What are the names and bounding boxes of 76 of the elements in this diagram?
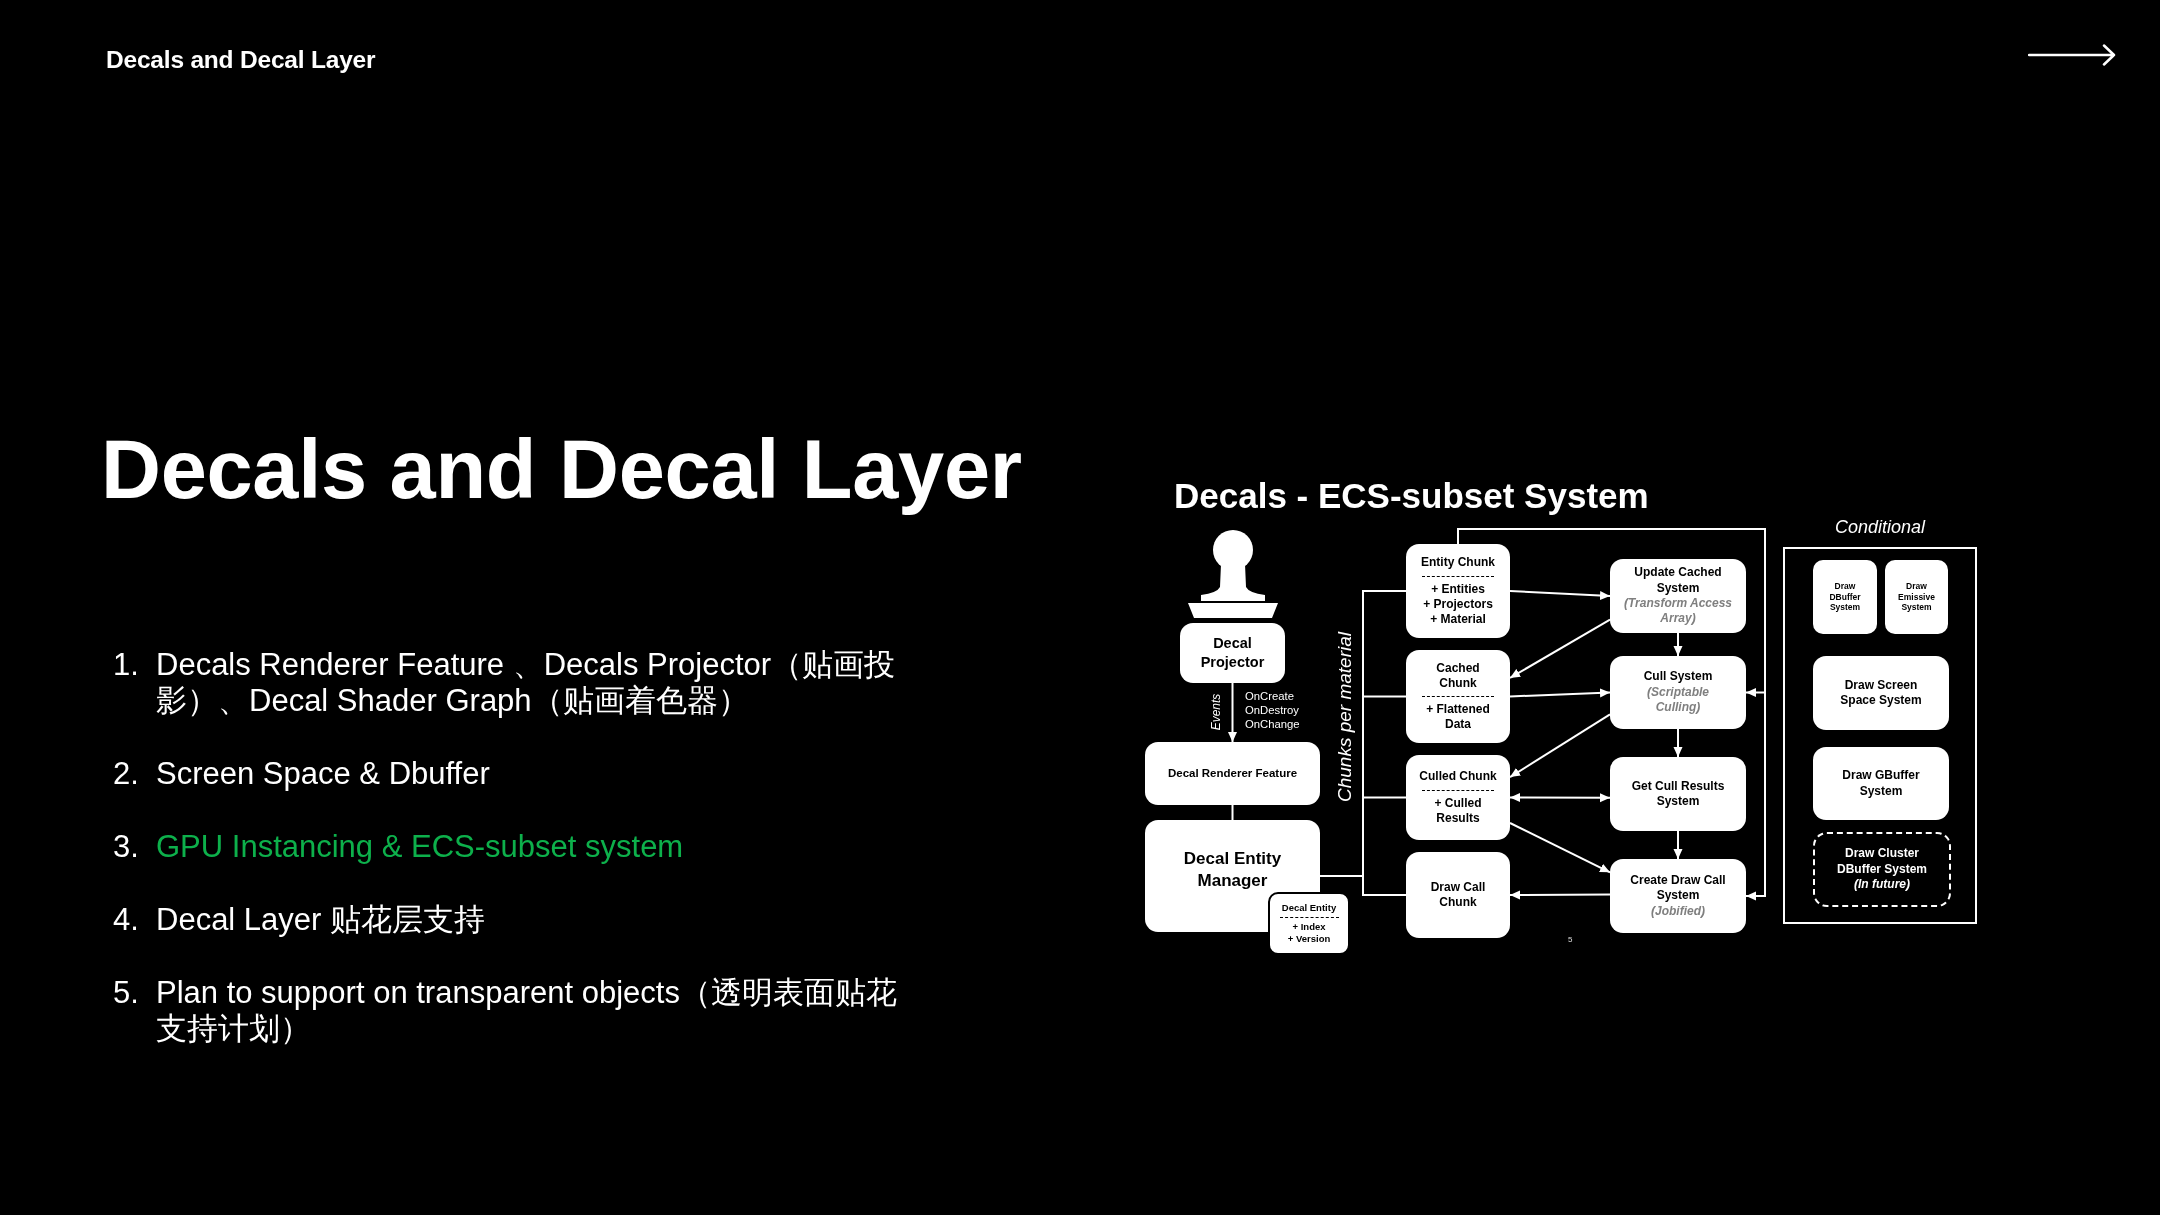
group-heading: Conditional — [1834, 517, 1926, 539]
list-item-text: GPU Instancing & ECS-subset system — [156, 829, 685, 865]
node-title: Cull System — [1643, 669, 1713, 685]
system-box — [1610, 757, 1746, 831]
arrow — [1228, 682, 1237, 743]
node-title: Draw Cluster DBuffer System — [1836, 846, 1928, 878]
system-box — [1813, 560, 1877, 634]
connector-line — [1319, 875, 1407, 896]
node-title: Entity Chunk — [1421, 555, 1495, 571]
list-number: 3. — [113, 829, 140, 865]
node-field: + Projectors — [1423, 596, 1493, 612]
arrow — [1509, 688, 1611, 698]
node-title: Draw GBuffer System — [1841, 768, 1921, 799]
list-number: 1. — [113, 647, 140, 683]
arrow — [1509, 590, 1611, 600]
node-title: Create Draw Call System — [1629, 872, 1727, 904]
node-field: + Version — [1287, 933, 1331, 946]
list-number: 4. — [113, 902, 140, 938]
list-item-text: Plan to support on transparent objects（透明表面贴花支持计划） — [156, 975, 898, 1047]
arrow — [1509, 793, 1611, 803]
data-record-box — [1406, 755, 1510, 840]
node-field: + Material — [1430, 611, 1486, 627]
event-names: OnCreate OnDestroy OnChange — [1245, 689, 1300, 731]
arrow — [1673, 830, 1683, 860]
list-number: 2. — [113, 756, 140, 792]
node-field: + Culled Results — [1418, 795, 1498, 826]
system-box — [1885, 560, 1948, 634]
node-title: Decal Entity — [1281, 901, 1337, 915]
arrow — [1673, 632, 1683, 657]
node-field: + Index — [1292, 921, 1326, 934]
planned-system-box — [1813, 832, 1951, 907]
system-box — [1610, 656, 1746, 729]
data-record-box — [1268, 892, 1350, 955]
node-title: Update Cached System — [1633, 565, 1723, 596]
arrow — [1509, 890, 1611, 900]
connector-line — [1231, 804, 1234, 821]
section-heading: Decals - ECS-subset System — [1174, 475, 1649, 517]
arrow — [1509, 618, 1611, 679]
slide-title: Decals and Decal Layer — [101, 422, 1022, 518]
node-title: Decal Entity Manager — [1182, 848, 1283, 892]
node-field: + Entities — [1431, 581, 1485, 597]
arrow — [1509, 713, 1611, 779]
list-item-text: Decal Layer 贴花层支持 — [156, 902, 487, 938]
process-box — [1145, 742, 1320, 805]
node-subtitle: (In future) — [1854, 877, 1910, 893]
system-box — [1813, 747, 1949, 820]
list-item-text: Decals Renderer Feature 、Decals Projector（贴画投影）、Decal Shader Graph（贴画着色器） — [156, 647, 897, 719]
arrow — [1673, 728, 1683, 758]
node-title: Draw Screen Space System — [1839, 677, 1923, 709]
node-title: Get Cull Results System — [1630, 778, 1726, 810]
vertical-label: Chunks per material — [1334, 632, 1356, 802]
system-box — [1610, 859, 1746, 933]
list-number: 5. — [113, 975, 140, 1011]
node-title: Culled Chunk — [1419, 769, 1497, 785]
node-title: Draw Emissive System — [1897, 580, 1936, 614]
arrow — [1457, 528, 1766, 901]
node-title: Draw Call Chunk — [1429, 879, 1487, 911]
arrow — [1509, 822, 1611, 874]
node-title: Draw DBuffer System — [1828, 580, 1862, 614]
system-box — [1813, 656, 1949, 730]
data-record-box — [1406, 650, 1510, 743]
header-text: Decals and Decal Layer — [106, 45, 376, 75]
node-field: + Flattened Data — [1418, 702, 1498, 733]
node-title: Cached Chunk — [1435, 660, 1481, 692]
node-subtitle: (Jobified) — [1651, 903, 1705, 920]
process-box — [1180, 623, 1285, 683]
edge-label: Events — [1210, 693, 1224, 731]
node-subtitle: (Scriptable Culling) — [1646, 684, 1710, 716]
data-record-box — [1406, 544, 1510, 638]
node-title: Decal Renderer Feature — [1167, 766, 1298, 781]
page-number: 5 — [1568, 936, 1573, 944]
system-box — [1610, 559, 1746, 633]
list-item-text: Screen Space & Dbuffer — [156, 756, 491, 792]
node-title: Decal Projector — [1199, 634, 1266, 672]
process-box — [1406, 852, 1510, 938]
node-subtitle: (Transform Access Array) — [1622, 596, 1733, 627]
